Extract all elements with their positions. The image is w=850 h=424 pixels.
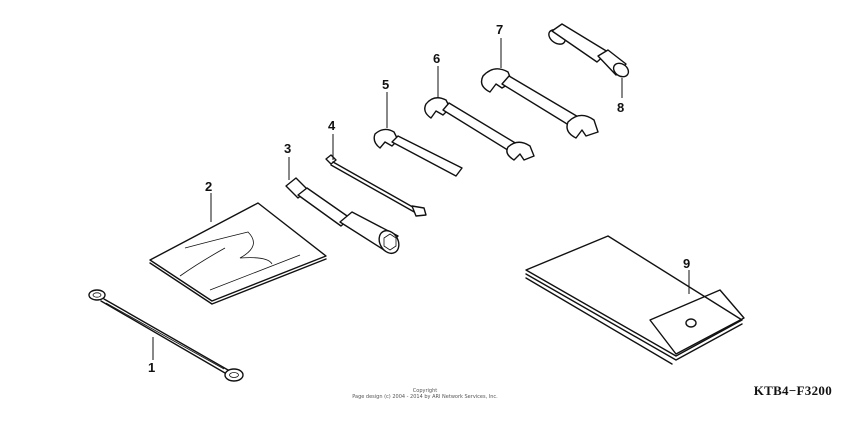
callout-5: 5 [382,77,389,128]
svg-text:5: 5 [382,77,389,92]
copyright-line-1: Copyright [412,388,438,394]
callout-1: 1 [148,337,155,375]
part-2-tool-bag [149,202,327,305]
part-4-screwdriver [325,154,427,217]
svg-text:4: 4 [328,118,336,133]
part-8-screwdriver-grip [548,23,630,78]
svg-text:8: 8 [617,100,624,115]
svg-text:3: 3 [284,141,291,156]
callout-4: 4 [328,118,336,160]
part-6-wrench [424,97,535,161]
copyright-line-2: Page design (c) 2004 - 2014 by ARI Netwo… [352,394,498,400]
svg-text:2: 2 [205,179,212,194]
part-5-wrench [373,128,463,177]
part-3-plug-wrench [285,177,400,255]
copyright-notice: Copyright Page design (c) 2004 - 2014 by… [300,388,550,400]
svg-text:1: 1 [148,360,155,375]
callout-2: 2 [205,179,212,222]
diagram-reference-code: KTB4−F3200 [753,383,832,398]
part-7-wrench [480,68,599,139]
svg-text:6: 6 [433,51,440,66]
callout-8: 8 [617,78,624,115]
part-1-strap [88,289,244,382]
callout-3: 3 [284,141,291,180]
svg-text:9: 9 [683,256,690,271]
callout-7: 7 [496,22,503,68]
callout-6: 6 [433,51,440,98]
svg-text:7: 7 [496,22,503,37]
callout-9: 9 [683,256,690,294]
part-9-tool-case [525,235,745,365]
